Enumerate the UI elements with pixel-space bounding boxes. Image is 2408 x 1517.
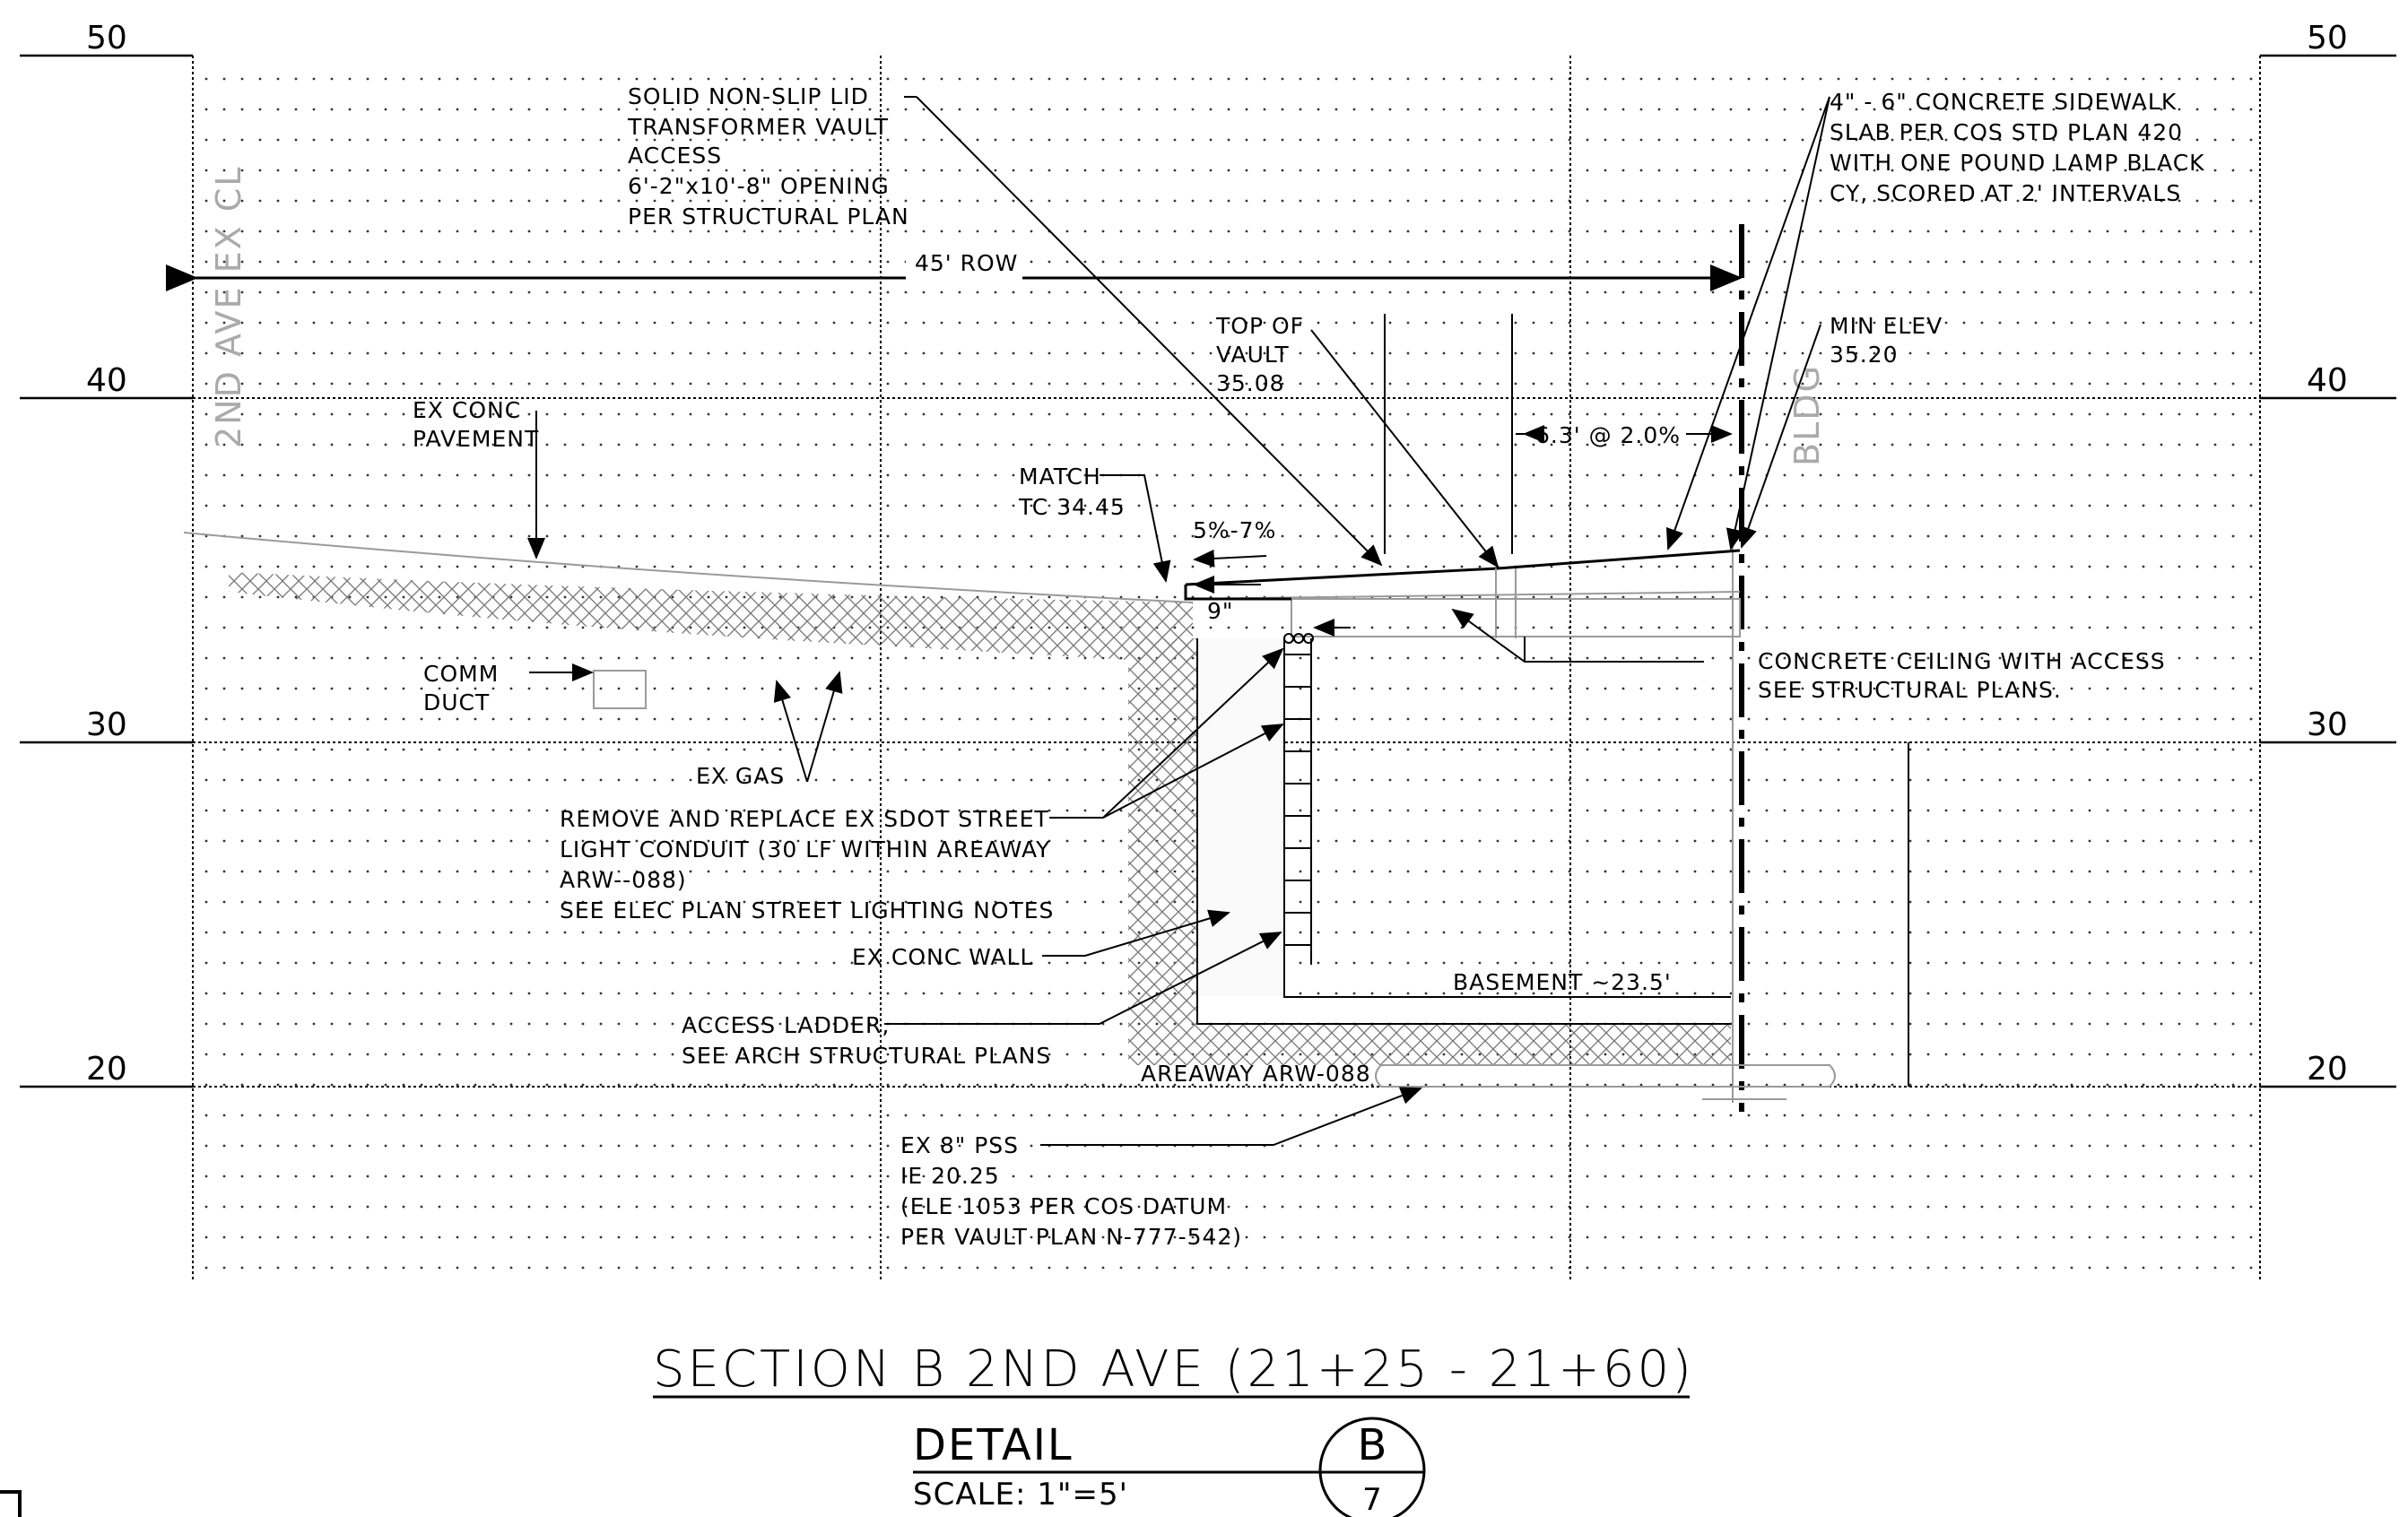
detail-bubble: [1318, 1417, 1426, 1517]
pss-line-4: PER VAULT PLAN N-777-542): [900, 1224, 1242, 1250]
top-vault-line-1: TOP OF: [1215, 313, 1304, 339]
lid-note-line-2: TRANSFORMER VAULT: [627, 114, 889, 140]
top-vault-line-3: 35.08: [1216, 370, 1285, 396]
elevation-labels-left: 50 40 30 20: [86, 20, 127, 1088]
areaway-concrete-fill: [1198, 639, 1283, 996]
min-elev-line-2: 35.20: [1830, 342, 1899, 368]
conduit-line-4: SEE ELEC PLAN STREET LIGHTING NOTES: [560, 897, 1054, 923]
match-note: MATCH TC 34.45: [1018, 464, 1126, 520]
basement-label: BASEMENT ~23.5': [1453, 969, 1672, 995]
match-line-2: TC 34.45: [1018, 494, 1126, 520]
sidewalk-note-line-1: 4" - 6" CONCRETE SIDEWALK: [1830, 89, 2177, 115]
conduit-circles: [1283, 633, 1314, 644]
conduit-line-1: REMOVE AND REPLACE EX SDOT STREET: [560, 806, 1049, 832]
elev-right-40: 40: [2307, 362, 2348, 399]
lid-note-line-5: PER STRUCTURAL PLAN: [628, 204, 909, 230]
detail-bubble-letter: B: [1358, 1420, 1387, 1470]
elevation-lines: [20, 54, 2396, 1088]
row-dimension-label: 45' ROW: [915, 250, 1018, 276]
sidewalk-note-line-4: CY, SCORED AT 2' INTERVALS: [1830, 180, 2181, 206]
sidewalk-slab-top: [1185, 549, 1741, 586]
pss-line-1: EX 8" PSS: [900, 1132, 1019, 1158]
leader-lines: [527, 96, 1830, 1146]
sidewalk-note: 4" - 6" CONCRETE SIDEWALK SLAB PER COS S…: [1830, 89, 2205, 206]
areaway-wall-face: [1283, 638, 1731, 998]
elev-left-30: 30: [86, 706, 127, 743]
centerline-label: 2ND AVE EX CL: [209, 166, 248, 448]
elev-left-40: 40: [86, 362, 127, 399]
pss-note: EX 8" PSS IE 20.25 (ELE 1053 PER COS DAT…: [900, 1132, 1242, 1250]
top-of-vault-note: TOP OF VAULT 35.08: [1215, 313, 1304, 396]
conduit-line-2: LIGHT CONDUIT (30 LF WITHIN AREAWAY: [560, 837, 1050, 863]
pss-line-3: (ELE 1053 PER COS DATUM: [900, 1193, 1227, 1219]
lid-note-line-4: 6'-2"x10'-8" OPENING: [628, 173, 890, 199]
ex-conc-pav-line-1: EX CONC: [413, 397, 521, 423]
ceiling-line-1: CONCRETE CEILING WITH ACCESS: [1758, 648, 2166, 674]
sewer-pipe: [1375, 1064, 1836, 1088]
comm-duct-box: [593, 670, 647, 709]
comm-line-1: COMM: [423, 661, 499, 687]
existing-pavement-surface: [183, 532, 1194, 603]
pavement-base-hatch: [229, 572, 1193, 663]
match-line-1: MATCH: [1019, 464, 1101, 490]
elev-left-50: 50: [86, 20, 127, 56]
areaway-inner-wall: [1196, 638, 1731, 1025]
ex-gas-label: EX GAS: [696, 763, 785, 789]
curb-outline: [1184, 585, 1291, 601]
elev-left-20: 20: [86, 1051, 127, 1088]
scale-text: SCALE: 1"=5': [913, 1477, 1128, 1513]
ceiling-line-2: SEE STRUCTURAL PLANS.: [1758, 677, 2062, 703]
ladder-rungs: [1284, 638, 1312, 965]
row-label-bg: [906, 253, 1022, 282]
sidewalk-note-line-2: SLAB PER COS STD PLAN 420: [1830, 119, 2183, 145]
section-title: SECTION B 2ND AVE (21+25 - 21+60): [653, 1340, 1694, 1399]
ex-conc-wall-label: EX CONC WALL: [852, 944, 1033, 970]
ex-conc-pav-line-2: PAVEMENT: [413, 426, 539, 452]
comm-line-2: DUCT: [423, 689, 490, 715]
lid-note-line-1: SOLID NON-SLIP LID: [628, 83, 869, 109]
detail-title: DETAIL: [913, 1420, 1074, 1470]
pss-line-2: IE 20.25: [900, 1163, 1000, 1189]
curb-dimension-label: 9": [1207, 598, 1233, 624]
elev-right-20: 20: [2307, 1051, 2348, 1088]
detail-bubble-sheet: 7: [1362, 1482, 1382, 1517]
areaway-label: AREAWAY ARW-088: [1141, 1061, 1371, 1087]
comm-duct-note: COMM DUCT: [423, 661, 499, 715]
corner-mark: [0, 1490, 22, 1517]
ladder-line-1: ACCESS LADDER,: [682, 1012, 890, 1038]
lid-note: SOLID NON-SLIP LID TRANSFORMER VAULT ACC…: [627, 83, 909, 230]
elev-right-50: 50: [2307, 20, 2348, 56]
bldg-label: BLDG: [1787, 364, 1827, 466]
conduit-note: REMOVE AND REPLACE EX SDOT STREET LIGHT …: [560, 806, 1054, 923]
sidewalk-note-line-3: WITH ONE POUND LAMP BLACK: [1830, 150, 2205, 176]
ex-conc-pavement-note: EX CONC PAVEMENT: [413, 397, 539, 452]
elevation-labels-right: 50 40 30 20: [2307, 20, 2348, 1088]
sidewalk-slope-label: 6.3' @ 2.0%: [1535, 422, 1681, 448]
top-vault-line-2: VAULT: [1216, 342, 1290, 368]
ladder-line-2: SEE ARCH STRUCTURAL PLANS: [682, 1043, 1051, 1069]
min-elev-note: MIN ELEV 35.20: [1830, 313, 1943, 368]
min-elev-line-1: MIN ELEV: [1830, 313, 1943, 339]
ceiling-note: CONCRETE CEILING WITH ACCESS SEE STRUCTU…: [1758, 648, 2166, 703]
curb-slope-label: 5%-7%: [1193, 517, 1276, 543]
lid-note-line-3: ACCESS: [628, 143, 722, 169]
elev-right-30: 30: [2307, 706, 2348, 743]
conduit-line-3: ARW--088): [560, 867, 687, 893]
ladder-note: ACCESS LADDER, SEE ARCH STRUCTURAL PLANS: [682, 1012, 1051, 1069]
areaway-wall-hatch: [1128, 638, 1731, 1065]
